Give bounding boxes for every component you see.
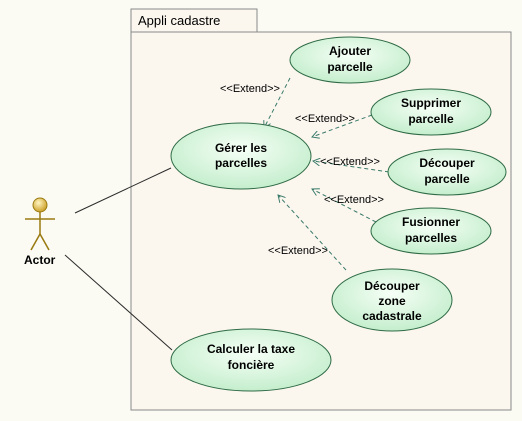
association-actor-taxe[interactable]: [64, 254, 173, 351]
extend-fusionner-label: <<Extend>>: [324, 194, 384, 206]
package-title: Appli cadastre: [138, 13, 220, 28]
association-actor-gerer[interactable]: [74, 167, 172, 214]
extend-supprimer-relation[interactable]: <<Extend>>: [295, 113, 373, 137]
usecase-supprimer-ellipse: [370, 88, 492, 136]
extend-fusionner-relation[interactable]: <<Extend>>: [312, 189, 384, 223]
usecase-ajouter-ellipse: [289, 36, 411, 84]
usecase-ajouter-line1: Ajouter: [329, 44, 371, 58]
usecase-ajouter-parcelle[interactable]: Ajouter parcelle: [289, 36, 411, 84]
usecase-calculer-taxe-fonciere[interactable]: Calculer la taxe foncière: [170, 328, 332, 392]
actor-figure[interactable]: Actor: [24, 197, 56, 267]
usecase-decouper-line1: Découper: [419, 156, 475, 170]
usecase-decouper-line2: parcelle: [424, 172, 470, 186]
extend-ajouter-relation[interactable]: <<Extend>>: [220, 77, 291, 128]
extend-zone-line: [278, 195, 347, 271]
usecase-zone-line3: cadastrale: [362, 309, 422, 323]
extend-decouper-line: [313, 161, 390, 173]
usecase-fusionner-line1: Fusionner: [402, 215, 460, 229]
extend-ajouter-label: <<Extend>>: [220, 83, 280, 95]
actor-leg-right: [39, 233, 50, 251]
usecase-supprimer-parcelle[interactable]: Supprimer parcelle: [370, 88, 492, 136]
extend-zone-label: <<Extend>>: [268, 245, 328, 257]
usecase-decouper-ellipse: [387, 148, 507, 196]
extend-supprimer-line: [312, 114, 373, 137]
actor-leg-left: [30, 233, 41, 251]
usecase-taxe-line2: foncière: [228, 358, 275, 372]
usecase-fusionner-ellipse: [370, 207, 492, 255]
usecase-gerer-line1: Gérer les: [215, 141, 267, 155]
usecase-ajouter-line2: parcelle: [327, 60, 373, 74]
usecase-gerer-ellipse: [170, 122, 312, 190]
usecase-zone-line1: Découper: [364, 279, 420, 293]
usecase-decouper-parcelle[interactable]: Découper parcelle: [387, 148, 507, 196]
usecase-fusionner-line2: parcelles: [405, 231, 457, 245]
usecase-fusionner-parcelles[interactable]: Fusionner parcelles: [370, 207, 492, 255]
actor-head: [32, 197, 48, 213]
extend-zone-relation[interactable]: <<Extend>>: [268, 195, 347, 271]
usecase-decouper-zone-cadastrale[interactable]: Découper zone cadastrale: [331, 268, 453, 332]
usecase-gerer-parcelles[interactable]: Gérer les parcelles: [170, 122, 312, 190]
usecase-zone-line2: zone: [378, 294, 406, 308]
usecase-supprimer-line2: parcelle: [408, 112, 454, 126]
usecase-zone-ellipse: [331, 268, 453, 332]
extend-decouper-label: <<Extend>>: [320, 156, 380, 168]
extend-decouper-relation[interactable]: <<Extend>>: [313, 156, 390, 173]
actor-label: Actor: [24, 253, 56, 267]
extend-fusionner-line: [312, 189, 377, 223]
usecase-taxe-line1: Calculer la taxe: [207, 342, 295, 356]
extend-ajouter-line: [264, 77, 291, 128]
extend-supprimer-label: <<Extend>>: [295, 113, 355, 125]
usecase-supprimer-line1: Supprimer: [401, 96, 461, 110]
usecase-taxe-ellipse: [170, 328, 332, 392]
usecase-gerer-line2: parcelles: [215, 156, 267, 170]
